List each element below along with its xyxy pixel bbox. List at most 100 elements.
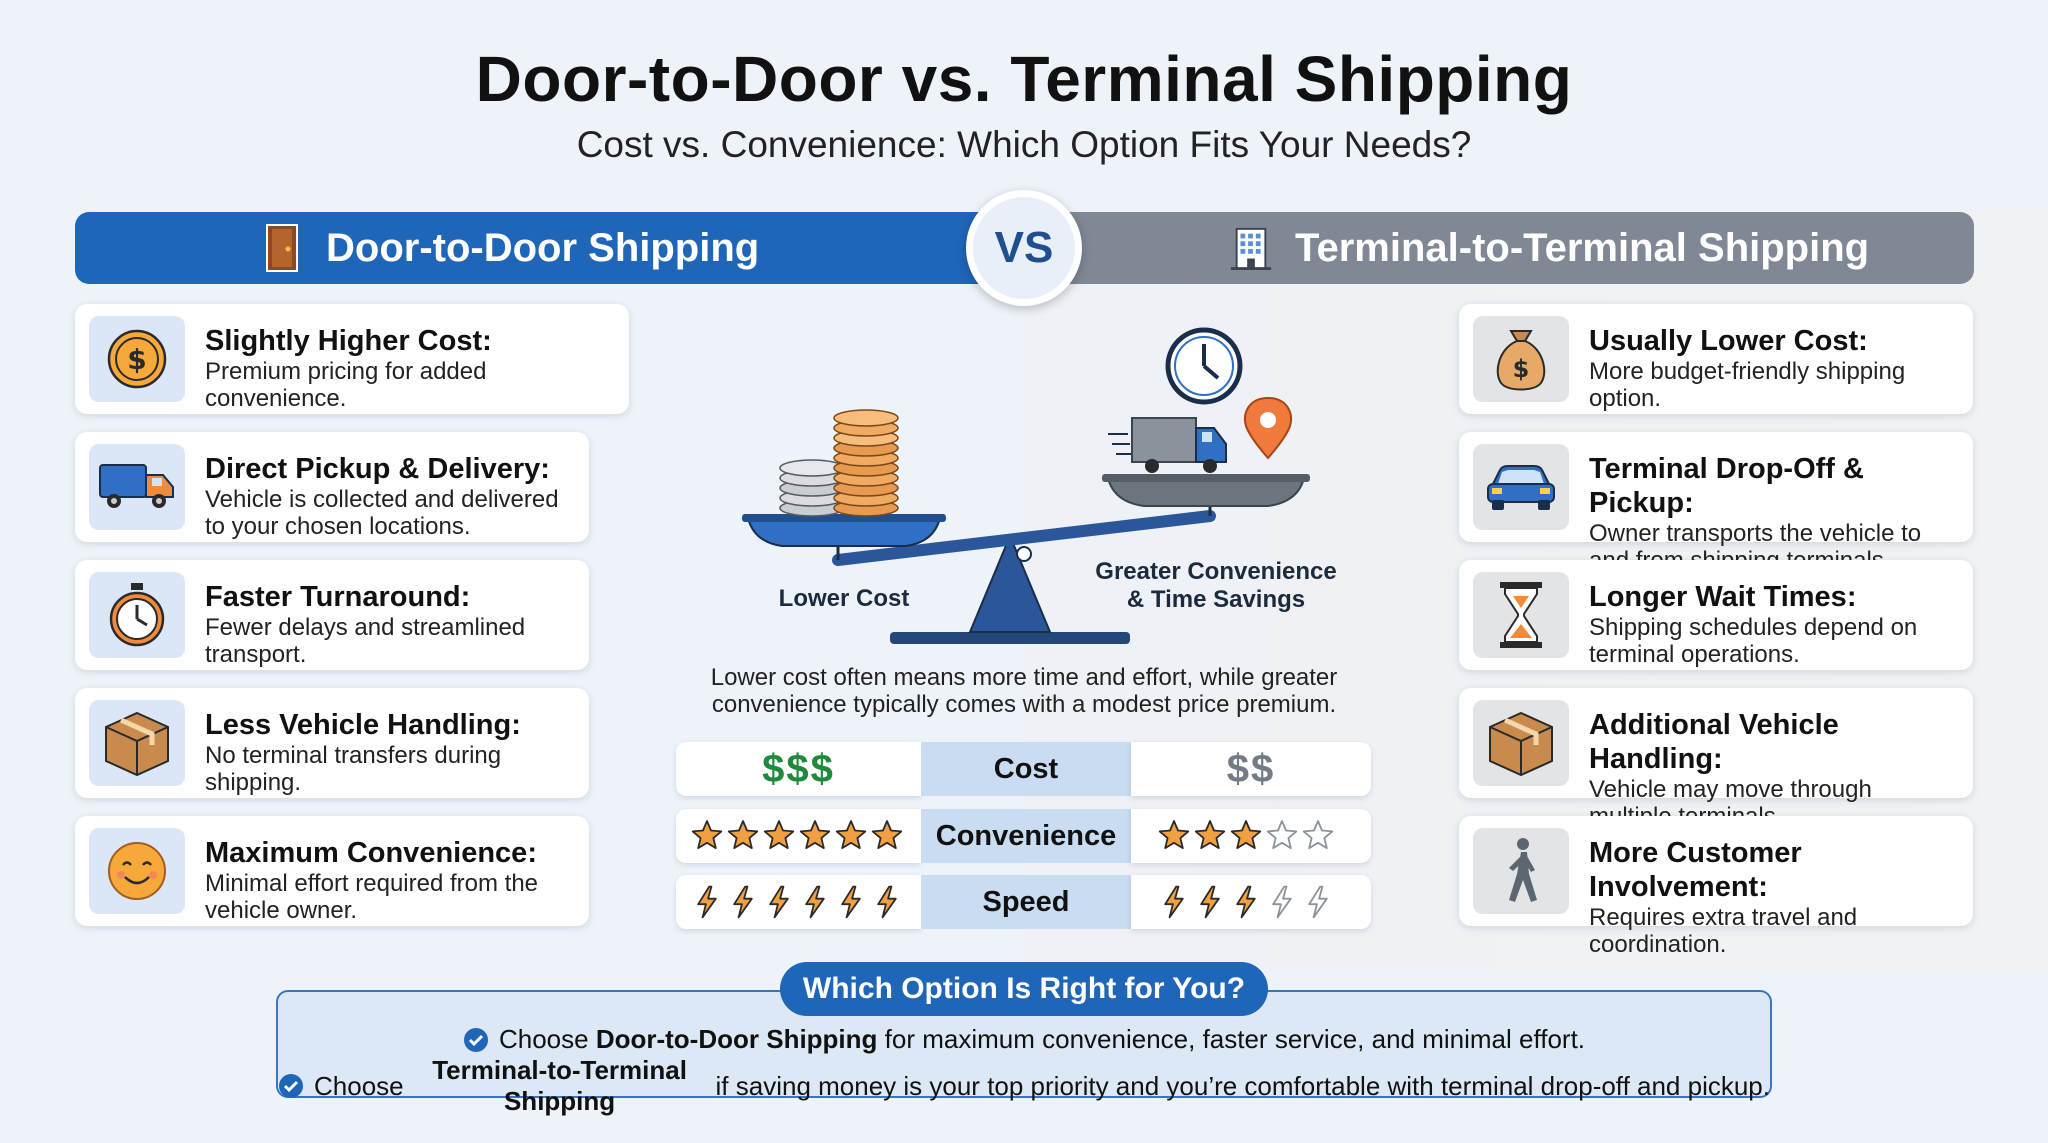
card-desc-2: to your chosen locations. <box>205 513 471 540</box>
speed-left-rating <box>676 875 921 929</box>
cost-left-dollars: $$$ <box>762 746 835 791</box>
star-icon-filled <box>835 820 866 849</box>
check-circle-icon <box>278 1073 304 1099</box>
banner-right-label: Terminal-to-Terminal Shipping <box>1295 225 1870 270</box>
card-desc: Shipping schedules depend on <box>1589 614 1918 641</box>
star-icon-filled <box>727 820 758 849</box>
building-icon <box>1229 222 1273 274</box>
car-icon <box>1473 444 1569 530</box>
lightning-icon-filled <box>876 885 897 919</box>
card-desc-2: vehicle owner. <box>205 897 358 924</box>
summary-line-2-pre: Choose <box>314 1070 411 1101</box>
scale-right-label-line2: & Time Savings <box>1126 586 1306 613</box>
card-desc: Requires extra travel and <box>1589 904 1858 931</box>
balance-scale-icon <box>742 327 1310 644</box>
balance-scale-illustration <box>720 320 1340 660</box>
right-card-cost: $ Usually Lower Cost: More budget-friend… <box>1459 304 1973 414</box>
lightning-icon-filled <box>1164 885 1184 919</box>
svg-text:$: $ <box>1513 355 1530 383</box>
left-card-convenience: Maximum Convenience: Minimal effort requ… <box>75 816 589 926</box>
lightning-icon-filled <box>732 885 753 919</box>
card-desc-2: terminal operations. <box>1589 641 1800 668</box>
page-title: Door-to-Door vs. Terminal Shipping <box>475 43 1573 115</box>
card-desc: Fewer delays and streamlined <box>205 614 526 641</box>
card-desc: Vehicle is collected and delivered <box>205 486 559 513</box>
summary-line-1-pre: Choose <box>498 1024 596 1054</box>
lightning-icon-empty <box>1272 885 1292 919</box>
door-to-door-banner: Door-to-Door Shipping <box>75 212 1025 284</box>
left-card-cost: $ Slightly Higher Cost: Premium pricing … <box>75 304 629 414</box>
card-desc-2: transport. <box>205 641 307 668</box>
convenience-right-rating <box>1131 809 1371 863</box>
star-icon-filled <box>1194 820 1226 849</box>
card-desc-2: shipping. <box>205 769 302 796</box>
summary-heading: Which Option Is Right for You? <box>780 962 1268 1016</box>
check-circle-icon <box>463 1027 489 1053</box>
left-card-pickup: Direct Pickup & Delivery: Vehicle is col… <box>75 432 589 542</box>
card-desc: Premium pricing for added convenience. <box>205 358 487 412</box>
money-bag-icon: $ <box>1473 316 1569 402</box>
svg-text:$: $ <box>127 343 146 376</box>
card-desc: Minimal effort required from the <box>205 870 539 897</box>
lightning-icon-filled <box>768 885 789 919</box>
comparison-row-cost: $$$ Cost $$ <box>676 742 1371 796</box>
right-card-wait: Longer Wait Times: Shipping schedules de… <box>1459 560 1973 670</box>
caption-line2: convenience typically comes with a modes… <box>711 691 1337 718</box>
box-icon <box>89 700 185 786</box>
summary-line-1: Choose Door-to-Door Shipping for maximum… <box>278 1024 1770 1055</box>
star-icon-filled <box>691 820 722 849</box>
caption-line1: Lower cost often means more time and eff… <box>710 664 1338 691</box>
terminal-banner: Terminal-to-Terminal Shipping <box>1024 212 1974 284</box>
card-heading: Maximum Convenience: <box>205 837 537 869</box>
dollar-coin-icon: $ <box>89 316 185 402</box>
lightning-icon-filled <box>1200 885 1220 919</box>
cost-label: Cost <box>921 742 1131 796</box>
star-icon-filled <box>1230 820 1262 849</box>
scale-left-label: Lower Cost <box>778 585 910 612</box>
cost-right-dollars: $$ <box>1226 746 1276 791</box>
box-icon <box>1473 700 1569 786</box>
right-card-handling: Additional Vehicle Handling: Vehicle may… <box>1459 688 1973 830</box>
left-card-turnaround: Faster Turnaround: Fewer delays and stre… <box>75 560 589 670</box>
card-heading: Additional Vehicle Handling: <box>1589 709 1839 775</box>
comparison-row-convenience: Convenience <box>676 809 1371 863</box>
lightning-icon-filled <box>696 885 717 919</box>
banner-left-label: Door-to-Door Shipping <box>326 225 760 270</box>
walking-person-icon <box>1473 828 1569 914</box>
scale-caption: Lower cost often means more time and eff… <box>660 664 1388 718</box>
scale-right-label: Greater Convenience & Time Savings <box>1076 558 1356 614</box>
card-heading: Terminal Drop-Off & Pickup: <box>1589 453 1864 519</box>
card-heading: Usually Lower Cost: <box>1589 325 1868 357</box>
door-icon <box>260 222 304 274</box>
card-heading: Slightly Higher Cost: <box>205 325 492 357</box>
speed-right-rating <box>1131 875 1371 929</box>
card-heading: Faster Turnaround: <box>205 581 471 613</box>
card-desc: Vehicle may move through <box>1589 776 1872 803</box>
hourglass-icon <box>1473 572 1569 658</box>
summary-line-2-post: if saving money is your top priority and… <box>708 1070 1770 1101</box>
lightning-icon-filled <box>1236 885 1256 919</box>
page-subtitle: Cost vs. Convenience: Which Option Fits … <box>576 124 1472 165</box>
vs-badge: VS <box>966 190 1082 306</box>
cost-right-value: $$ <box>1131 742 1371 796</box>
truck-icon <box>89 444 185 530</box>
lightning-icon-filled <box>804 885 825 919</box>
summary-line-1-post: for maximum convenience, faster service,… <box>877 1024 1586 1054</box>
smiley-icon <box>89 828 185 914</box>
comparison-row-speed: Speed <box>676 875 1371 929</box>
summary-line-2: Choose Terminal-to-Terminal Shipping if … <box>278 1055 1770 1117</box>
card-desc-2: coordination. <box>1589 931 1727 958</box>
star-icon-filled <box>871 820 902 849</box>
speed-label: Speed <box>921 875 1131 929</box>
summary-line-1-bold: Door-to-Door Shipping <box>595 1024 878 1054</box>
scale-right-label-line1: Greater Convenience <box>1095 558 1337 585</box>
card-desc: No terminal transfers during <box>205 742 502 769</box>
right-card-involvement: More Customer Involvement: Requires extr… <box>1459 816 1973 958</box>
star-icon-empty <box>1302 820 1334 849</box>
card-desc: More budget-friendly shipping option. <box>1589 358 1906 412</box>
summary-line-2-bold: Terminal-to-Terminal Shipping <box>432 1055 687 1116</box>
lightning-icon-empty <box>1308 885 1328 919</box>
star-icon-empty <box>1266 820 1298 849</box>
right-card-dropoff: Terminal Drop-Off & Pickup: Owner transp… <box>1459 432 1973 574</box>
card-heading: More Customer Involvement: <box>1589 837 1802 903</box>
